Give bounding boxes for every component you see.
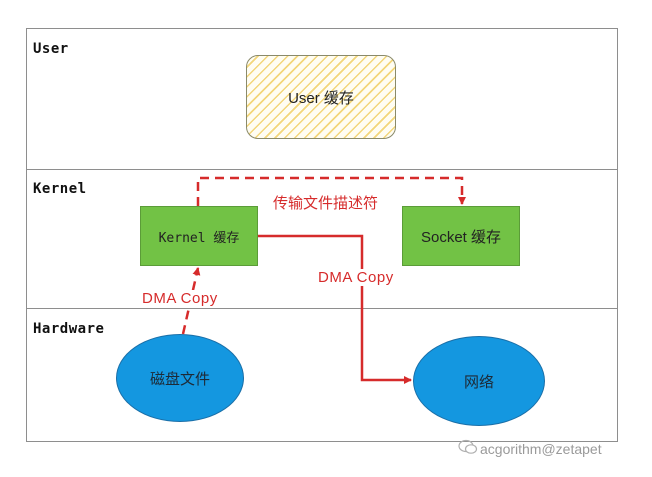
user-cache-label: User 缓存 [288, 89, 354, 107]
user-layer-label: User [33, 41, 69, 57]
kernel-cache-box: Kernel 缓存 [140, 206, 258, 266]
watermark-text: acgorithm@zetapet [480, 441, 602, 457]
user-cache-box: User 缓存 [246, 55, 396, 139]
socket-cache-box: Socket 缓存 [402, 206, 520, 266]
descriptor-arrow [196, 176, 466, 206]
disk-file-label: 磁盘文件 [149, 370, 210, 388]
kernel-cache-label: Kernel 缓存 [158, 230, 240, 246]
hardware-layer-label: Hardware [33, 321, 105, 337]
descriptor-label: 传输文件描述符 [271, 192, 381, 213]
network-ellipse: 网络 [413, 336, 545, 426]
network-label: 网络 [463, 373, 494, 391]
disk-file-ellipse: 磁盘文件 [116, 334, 244, 422]
kernel-to-network-arrow [258, 234, 412, 384]
socket-cache-label: Socket 缓存 [420, 228, 502, 246]
chat-bubble-icon [458, 439, 478, 454]
dma-copy-network-label: DMA Copy [316, 269, 396, 286]
dma-copy-disk-label: DMA Copy [140, 290, 220, 307]
kernel-layer-label: Kernel [33, 181, 87, 197]
